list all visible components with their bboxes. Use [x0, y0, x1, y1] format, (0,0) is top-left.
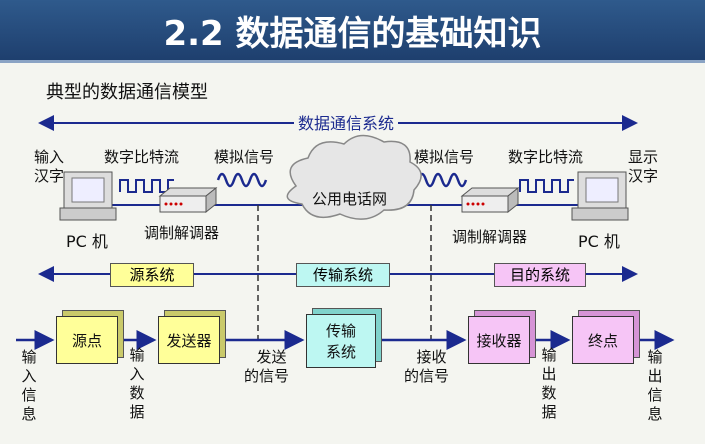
- bitstream-left-wave: [119, 179, 174, 193]
- source-point-label: 源点: [71, 331, 102, 350]
- page-title: 2.2 数据通信的基础知识: [163, 14, 542, 54]
- bitstream-left-label: 数字比特流: [104, 148, 180, 166]
- destination-system-label: 目的系统: [494, 263, 586, 287]
- transmission-label-1: 传输: [325, 322, 356, 340]
- input-data-label: 输入数据: [129, 346, 145, 421]
- received-signal-label: 接收的信号: [404, 348, 450, 385]
- input-label-1: 输入: [34, 148, 65, 166]
- output-info-label: 输出信息: [647, 348, 663, 423]
- analog-right-label: 模拟信号: [414, 148, 475, 166]
- input-label-2: 汉字: [34, 167, 65, 185]
- modem-left-icon: [158, 186, 218, 214]
- title-bar: 2.2 数据通信的基础知识: [0, 0, 705, 63]
- pc-left-label: PC 机: [66, 232, 108, 251]
- bitstream-right-wave: [519, 179, 574, 193]
- diagram-subtitle: 典型的数据通信模型: [46, 82, 208, 103]
- network-label: 公用电话网: [312, 190, 388, 208]
- destination-point-label: 终点: [587, 331, 618, 350]
- pc-left-icon: [59, 171, 117, 221]
- source-point-block: 源点: [56, 316, 118, 364]
- receiver-block: 接收器: [468, 316, 530, 364]
- analog-right-wave: [416, 172, 468, 188]
- input-info-label: 输入信息: [21, 348, 37, 423]
- transmission-label-2: 系统: [325, 343, 356, 361]
- network-cloud: [286, 134, 422, 220]
- modem-right-icon: [460, 186, 520, 214]
- receiver-label: 接收器: [476, 331, 522, 350]
- pc-right-icon: [571, 171, 629, 221]
- transmission-system-label: 传输系统: [296, 263, 390, 287]
- output-label-2: 汉字: [628, 167, 659, 185]
- sent-signal-label: 发送的信号: [244, 348, 290, 385]
- analog-left-label: 模拟信号: [214, 148, 275, 166]
- transmitter-block: 发送器: [158, 316, 220, 364]
- source-system-label: 源系统: [110, 263, 194, 287]
- output-data-label: 输出数据: [541, 346, 557, 421]
- pc-right-label: PC 机: [578, 232, 620, 251]
- destination-point-block: 终点: [572, 316, 634, 364]
- transmission-block: 传输 系统: [306, 314, 376, 368]
- bitstream-right-label: 数字比特流: [508, 148, 584, 166]
- transmitter-label: 发送器: [166, 331, 212, 350]
- output-label-1: 显示: [628, 148, 659, 166]
- modem-left-label: 调制解调器: [144, 224, 220, 242]
- analog-left-wave: [216, 172, 268, 188]
- modem-right-label: 调制解调器: [452, 228, 528, 246]
- system-label: 数据通信系统: [294, 110, 399, 134]
